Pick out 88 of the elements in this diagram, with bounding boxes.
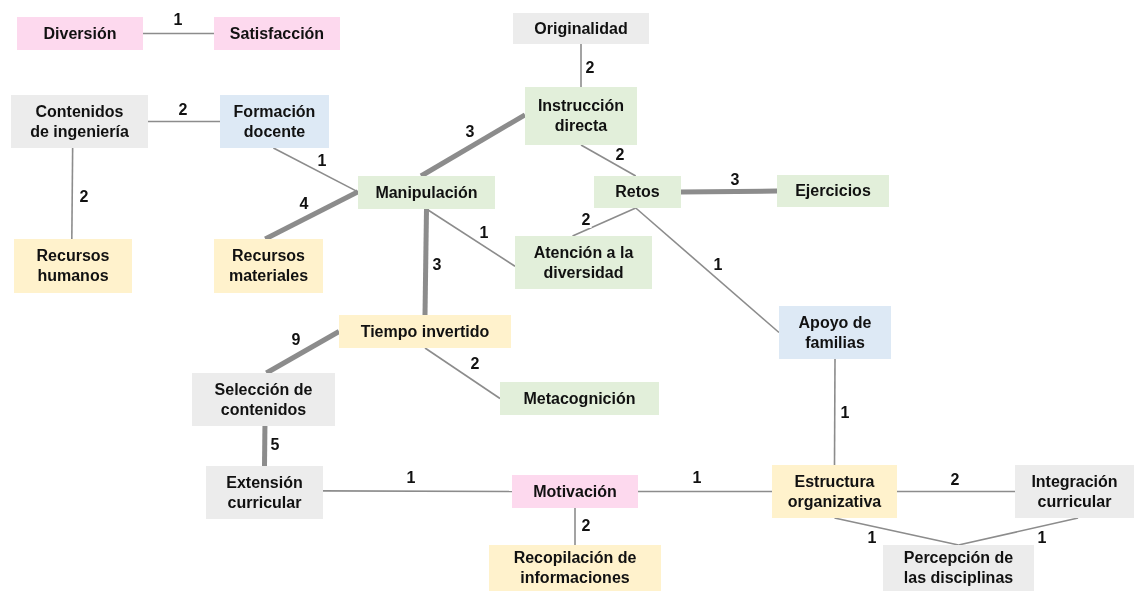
concept-label: Contenidos de ingeniería xyxy=(29,101,130,142)
concept-box xyxy=(220,95,329,148)
concept-label: Integración curricular xyxy=(1030,471,1119,512)
connector-line xyxy=(71,147,74,240)
edge-label: 2 xyxy=(177,102,189,118)
concept-label: Diversión xyxy=(43,23,117,44)
connector-line xyxy=(424,347,501,400)
edge-label: 2 xyxy=(78,189,90,205)
concept-box xyxy=(779,306,891,359)
edge-label: 1 xyxy=(691,470,703,486)
concept-label: Recursos humanos xyxy=(35,246,111,286)
edge-label: 1 xyxy=(839,405,851,421)
edge-label: 2 xyxy=(580,518,592,534)
connector-line xyxy=(634,207,780,334)
concept-label: Atención a la diversidad xyxy=(532,242,635,283)
concept-box xyxy=(525,87,637,145)
connector-line xyxy=(580,43,582,88)
concept-box xyxy=(515,236,652,289)
connector-line xyxy=(637,490,773,493)
concept-box xyxy=(214,239,323,293)
concept-box xyxy=(339,315,511,348)
concept-box xyxy=(11,95,148,148)
connector-line xyxy=(262,425,268,467)
concept-label: Apoyo de familias xyxy=(797,312,873,353)
edge-label: 2 xyxy=(580,212,592,228)
concept-label: Retos xyxy=(615,182,660,202)
edge-label: 4 xyxy=(298,196,310,212)
concept-box xyxy=(489,545,661,591)
concept-box xyxy=(513,13,649,44)
concept-label: Ejercicios xyxy=(795,181,871,201)
concept-label: Estructura organizativa xyxy=(786,471,883,512)
concept-label: Extensión curricular xyxy=(225,472,304,513)
connector-line xyxy=(957,517,1079,546)
concept-label: Instrucción directa xyxy=(536,96,626,136)
edge-label: 1 xyxy=(478,225,490,241)
edge-label: 2 xyxy=(469,356,481,372)
edge-label: 3 xyxy=(431,257,443,273)
concept-label: Recopilación de informaciones xyxy=(512,548,638,588)
connector-line xyxy=(419,112,527,179)
concept-label: Satisfacción xyxy=(229,23,325,44)
concept-label: Percepción de las disciplinas xyxy=(902,548,1015,588)
concept-box xyxy=(206,466,323,519)
concept-label: Recursos materiales xyxy=(227,246,310,286)
concept-box xyxy=(500,382,659,415)
connector-line xyxy=(322,490,513,493)
connector-line xyxy=(571,207,637,237)
connector-line xyxy=(896,490,1016,493)
concept-box xyxy=(192,373,335,426)
concept-box xyxy=(17,17,143,50)
connector-line xyxy=(574,507,576,546)
concept-box xyxy=(358,176,495,209)
edge-label: 1 xyxy=(1036,530,1048,546)
edge-label: 2 xyxy=(949,472,961,488)
concept-box xyxy=(883,545,1034,591)
edge-label: 5 xyxy=(269,437,281,453)
connector-line xyxy=(833,517,960,546)
edge-label: 3 xyxy=(464,124,476,140)
connector-line xyxy=(264,189,360,242)
concept-label: Selección de contenidos xyxy=(213,379,314,420)
edge-label: 2 xyxy=(614,147,626,163)
edge-label: 2 xyxy=(584,60,596,76)
edge-label: 1 xyxy=(316,153,328,169)
concept-box xyxy=(777,175,889,207)
edge-label: 1 xyxy=(405,470,417,486)
concept-box xyxy=(512,475,638,508)
concept-box xyxy=(1015,465,1134,518)
concept-box xyxy=(214,17,340,50)
concept-label: Originalidad xyxy=(534,18,628,39)
connector-line xyxy=(265,329,341,376)
concept-box xyxy=(594,176,681,208)
edge-label: 3 xyxy=(729,172,741,188)
concept-label: Tiempo invertido xyxy=(360,321,490,342)
connector-line xyxy=(833,358,836,466)
edge-label: 1 xyxy=(866,530,878,546)
connector-line xyxy=(580,144,637,177)
connector-line xyxy=(147,120,221,123)
edge-label: 1 xyxy=(172,12,184,28)
concept-label: Manipulación xyxy=(375,182,478,203)
concept-label: Metacognición xyxy=(523,388,636,409)
connector-line xyxy=(142,32,215,35)
connector-line xyxy=(680,188,778,195)
edge-label: 9 xyxy=(290,332,302,348)
concept-label: Motivación xyxy=(533,481,617,502)
concept-box xyxy=(14,239,132,293)
connector-line xyxy=(422,208,429,316)
concept-box xyxy=(772,465,897,518)
edge-label: 1 xyxy=(712,257,724,273)
concept-label: Formación docente xyxy=(232,101,317,142)
